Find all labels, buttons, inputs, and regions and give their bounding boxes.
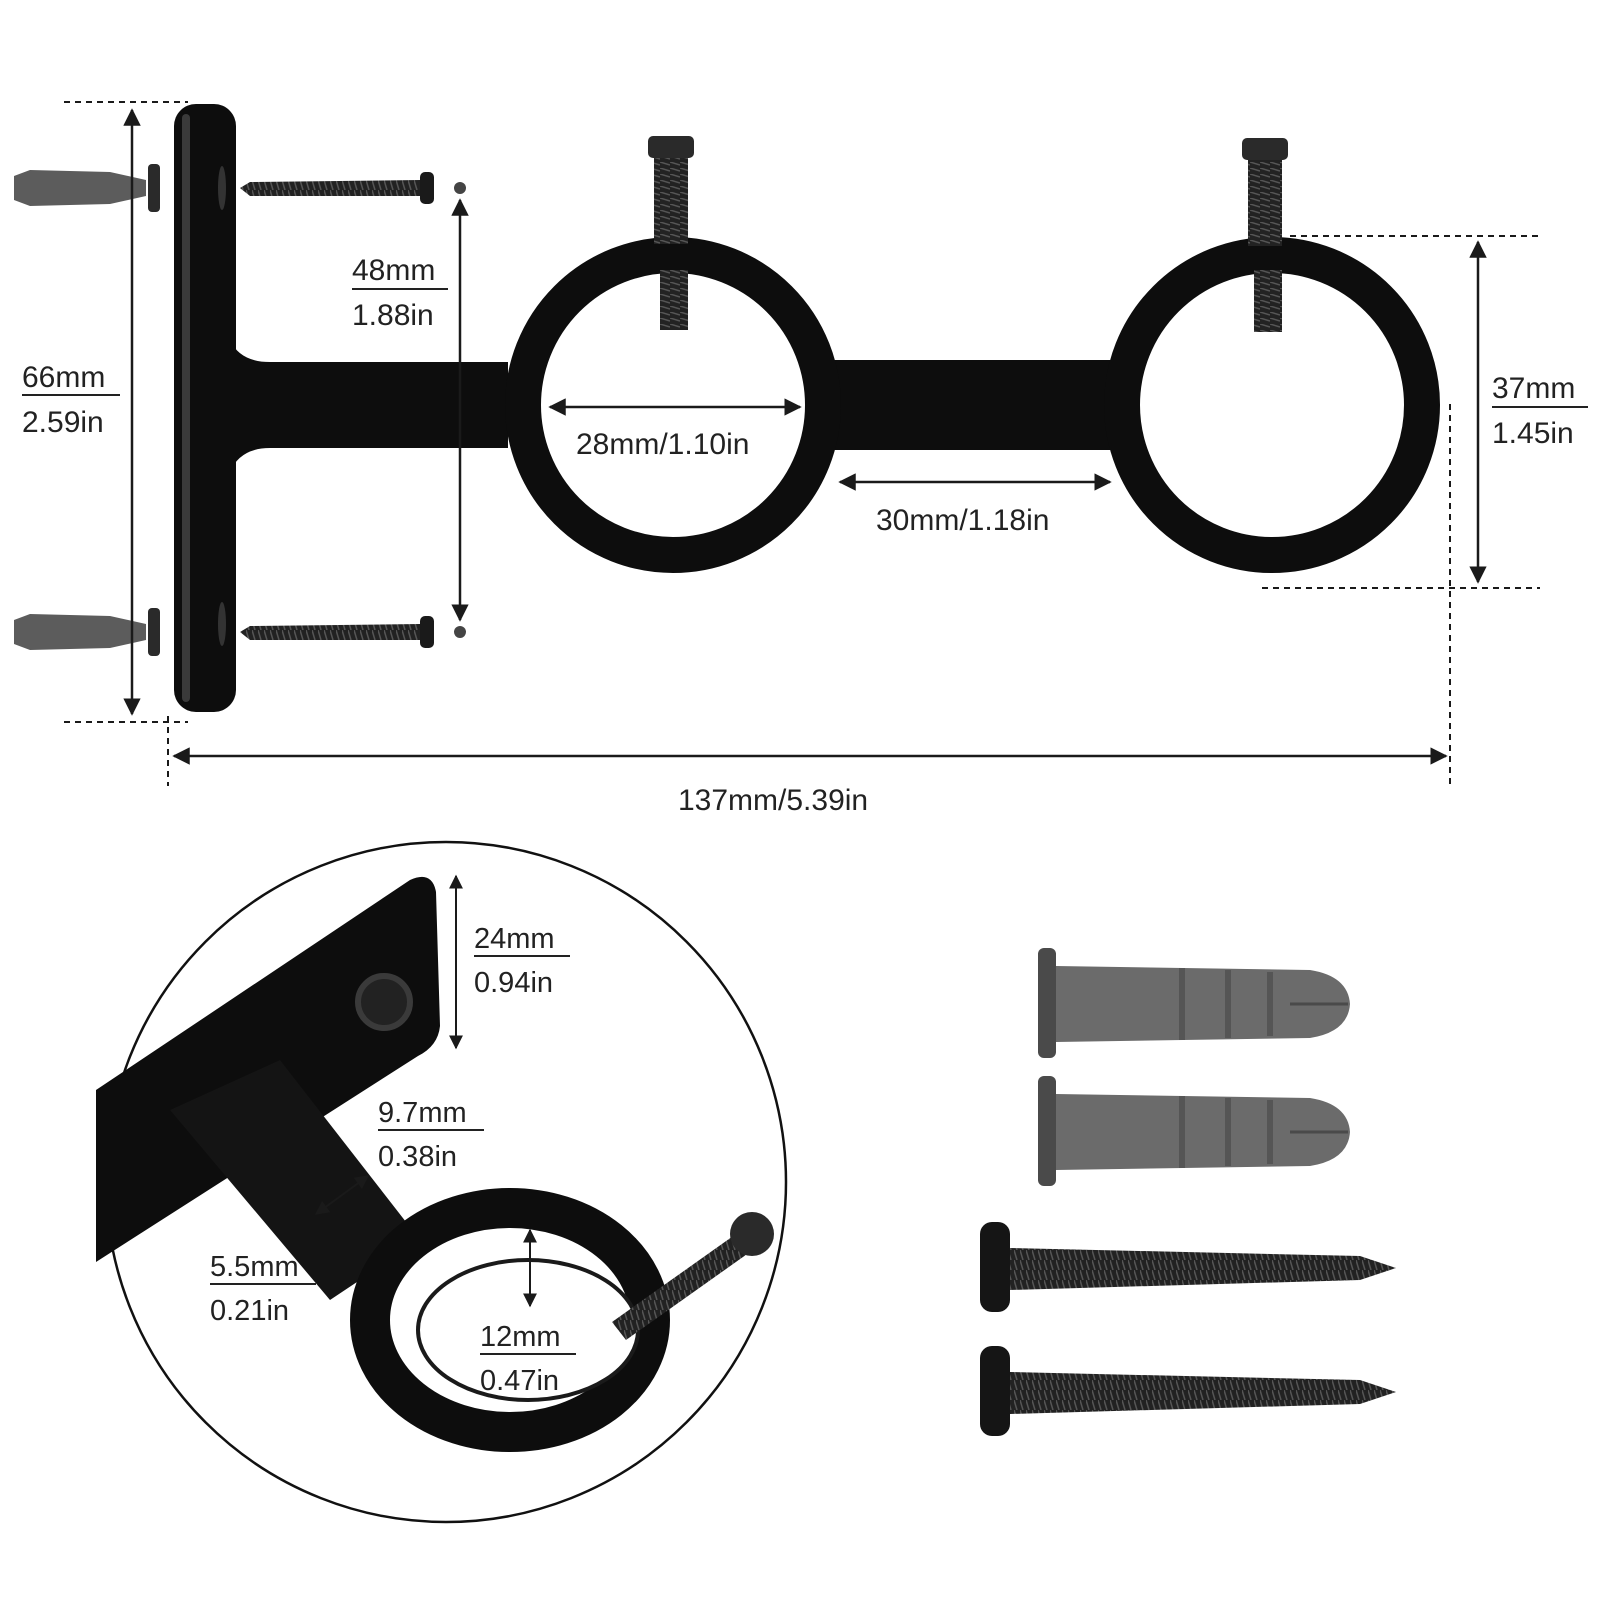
wall-anchor-icon [14, 164, 160, 212]
plate-highlight [182, 114, 190, 702]
wall-anchor-icon [1038, 948, 1350, 1058]
detail-arm [170, 1060, 420, 1300]
hole-spacing-mm-label: 48mm [352, 254, 435, 287]
bridge-arm [816, 360, 1112, 450]
detail-view: 24mm 0.94in 9.7mm 0.38in 5.5mm 0.21in 12… [96, 840, 788, 1524]
reference-lines [64, 101, 1540, 786]
ring-depth-mm-label: 12mm [480, 1321, 561, 1353]
ring-right [1104, 237, 1440, 573]
hole-marker [454, 182, 466, 194]
wood-screw-icon [240, 172, 434, 204]
arm-width-arrow [314, 1175, 370, 1215]
bracket-arm [230, 340, 508, 472]
hole-marker [454, 626, 466, 638]
arm-thickness-mm-label: 5.5mm [210, 1251, 299, 1283]
hole-spacing-in-label: 1.88in [352, 299, 434, 332]
height-in-label: 2.59in [22, 406, 104, 439]
plate-width-in-label: 0.94in [474, 967, 553, 999]
wood-screw-icon [980, 1346, 1396, 1436]
wood-screw-icon [240, 616, 434, 648]
detail-plate-hole [355, 973, 413, 1031]
set-screw-right-icon [1242, 138, 1288, 332]
wood-screw-icon [980, 1222, 1396, 1312]
arm-width-in-label: 0.38in [378, 1141, 457, 1173]
set-screw-detail-icon [612, 1212, 774, 1340]
plate-width-mm-label: 24mm [474, 923, 555, 955]
plate-hole-bottom [218, 602, 226, 646]
height-mm-label: 66mm [22, 361, 105, 394]
wall-anchor-icon [14, 608, 160, 656]
arm-width-mm-label: 9.7mm [378, 1097, 467, 1129]
wall-anchor-icon [1038, 1076, 1350, 1186]
ring-outer-mm-label: 37mm [1492, 372, 1575, 405]
ring-outer-in-label: 1.45in [1492, 417, 1574, 450]
plate-hole-top [218, 166, 226, 210]
total-length-label: 137mm/5.39in [678, 784, 868, 817]
arm-thickness-in-label: 0.21in [210, 1295, 289, 1327]
hardware-set [980, 948, 1396, 1436]
ring-depth-in-label: 0.47in [480, 1365, 559, 1397]
ring-gap-label: 30mm/1.18in [876, 504, 1049, 537]
set-screw-left-icon [648, 136, 694, 330]
ring-inner-label: 28mm/1.10in [576, 428, 749, 461]
ring-left [505, 237, 841, 573]
top-front-view: 66mm 2.59in 48mm 1.88in 28mm/1.10in 30mm… [14, 101, 1588, 817]
